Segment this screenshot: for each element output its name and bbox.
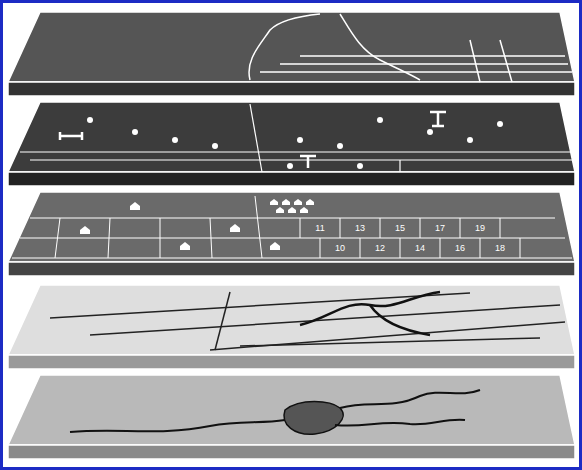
parcel-number: 16 [455,243,465,253]
parcel-number: 19 [475,223,485,233]
point-layer [8,102,575,186]
network-layer [8,285,575,369]
parcel-number: 13 [355,223,365,233]
hydrology-layer [8,375,575,459]
parcel-number: 18 [495,243,505,253]
parcel-number: 14 [415,243,425,253]
structure-symbols [60,112,446,168]
boundary-layer [8,12,575,96]
parcel-number: 10 [335,243,345,253]
parcel-layer [8,192,575,276]
parcel-number: 11 [315,223,324,233]
parcel-number: 17 [435,223,445,233]
parcel-number: 15 [395,223,405,233]
house-icons [80,199,314,250]
parcel-number: 12 [375,243,385,253]
